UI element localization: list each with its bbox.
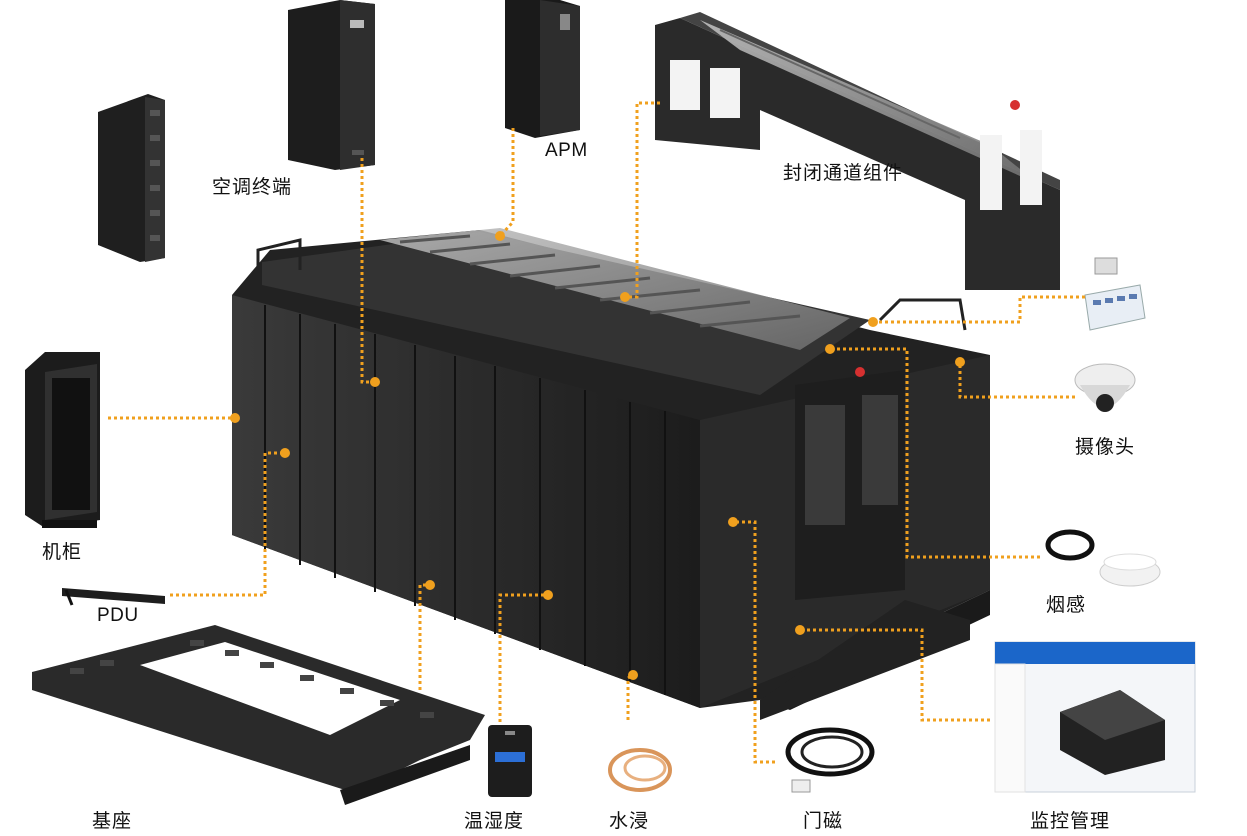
network-device-product (1084, 257, 1146, 331)
monitoring-screen-product (994, 641, 1196, 793)
label-door-sensor: 门磁 (803, 810, 844, 832)
ac-terminal-product (288, 0, 375, 170)
apm-product (505, 0, 580, 138)
camera-product (1074, 363, 1136, 412)
label-smoke: 烟感 (1046, 594, 1087, 616)
closed-aisle-assembly (655, 12, 1060, 290)
water-leak-sensor-product (608, 748, 672, 792)
label-closed-aisle: 封闭通道组件 (783, 162, 904, 184)
label-monitoring: 监控管理 (1030, 810, 1111, 832)
label-base: 基座 (92, 810, 133, 832)
smoke-detector-product (1045, 529, 1161, 587)
door-sensor-product (785, 727, 875, 793)
label-ac-terminal: 空调终端 (212, 176, 293, 198)
main-micro-module (232, 228, 990, 720)
pdu-product (62, 588, 165, 606)
label-cabinet: 机柜 (42, 541, 83, 563)
label-pdu: PDU (97, 605, 139, 626)
label-apm: APM (545, 140, 588, 161)
upright-cabinet-product (98, 94, 165, 262)
base-frame-product (32, 625, 485, 805)
label-camera: 摄像头 (1075, 436, 1136, 458)
label-water-leak: 水浸 (609, 810, 650, 832)
cabinet-product (25, 352, 100, 528)
temp-humidity-sensor-product (488, 725, 532, 797)
label-temp-humidity: 温湿度 (464, 810, 525, 832)
